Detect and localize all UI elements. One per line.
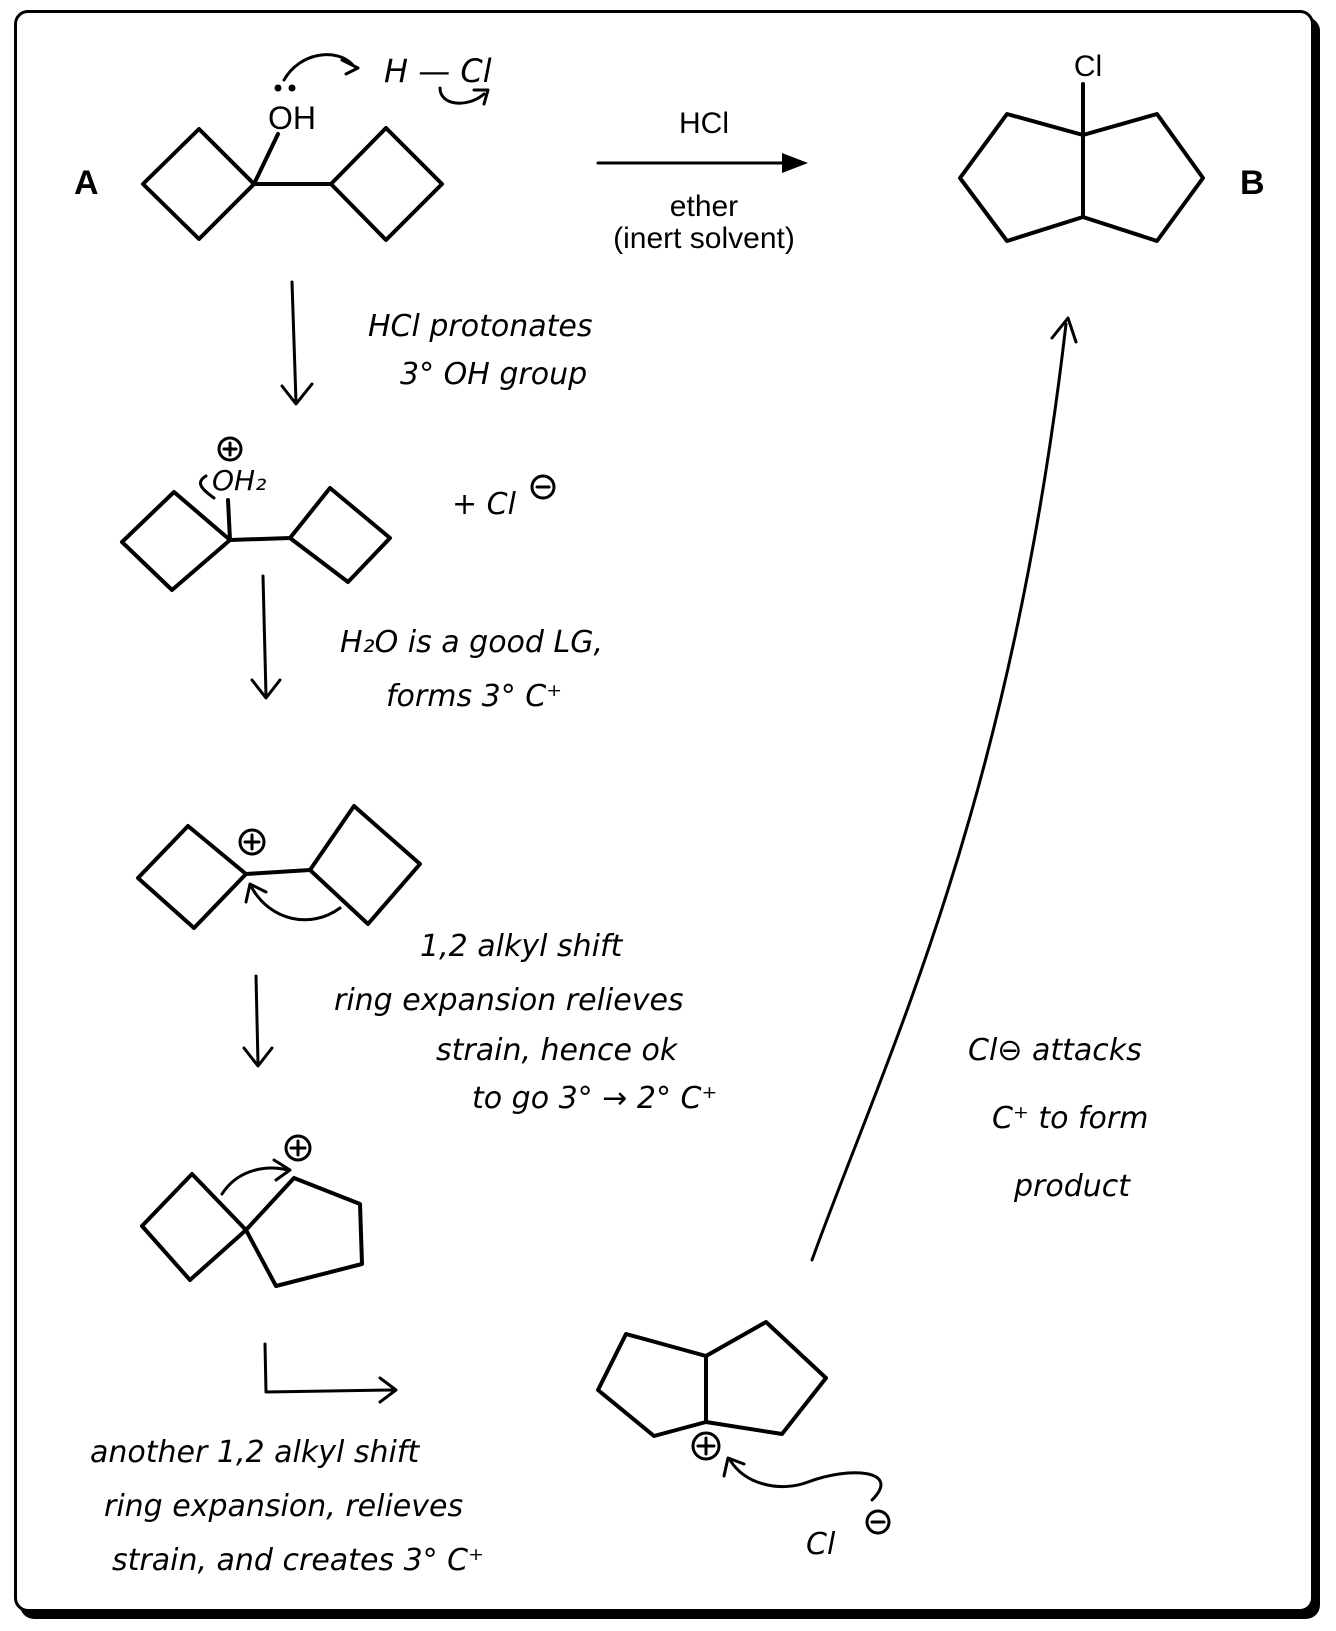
- arrowhead-icon: [280, 382, 314, 406]
- minus-charge-icon: [865, 1509, 891, 1535]
- step3-text-2: ring expansion relieves: [334, 983, 684, 1018]
- curved-arrow-icon: [220, 1166, 290, 1196]
- plus-sign: [243, 833, 261, 851]
- plus-charge-icon: [238, 828, 266, 856]
- step-arrow: [261, 574, 268, 698]
- step2-text-2: forms 3° C⁺: [386, 679, 562, 714]
- step5-text-1: Cl⊖ attacks: [968, 1033, 1142, 1068]
- label-a: A: [74, 164, 99, 202]
- minus-charge-icon: [530, 474, 556, 500]
- lone-pair-dot: [288, 84, 296, 92]
- label-b: B: [1240, 164, 1265, 202]
- step-arrow: [263, 1342, 394, 1394]
- cl-minus-label: Cl: [806, 1527, 836, 1562]
- arrowhead-icon: [250, 678, 282, 700]
- curved-arrow-icon: [282, 53, 354, 82]
- plus-sign: [696, 1436, 716, 1456]
- plus-charge-icon: [217, 436, 243, 462]
- step4-text-2: ring expansion, relieves: [104, 1489, 463, 1524]
- compound-a-structure: [141, 126, 444, 242]
- plus-sign: [289, 1139, 307, 1157]
- arrowhead-icon: [472, 88, 490, 106]
- arrowhead-icon: [244, 882, 268, 904]
- lone-pair-dot: [274, 84, 282, 92]
- step5-text-3: product: [1013, 1169, 1131, 1204]
- arrowhead-icon: [340, 58, 360, 76]
- solvent-label-1: ether: [670, 190, 738, 223]
- protonated-alcohol-structure: [120, 486, 392, 592]
- arrowhead-icon: [242, 1046, 274, 1068]
- arrowhead-icon: [378, 1376, 398, 1404]
- curved-arrow-icon: [250, 886, 342, 922]
- final-arrow: [810, 322, 1068, 1262]
- arrowhead-icon: [722, 1456, 746, 1478]
- arrowhead-icon: [272, 1158, 292, 1182]
- curved-arrow-icon: [728, 1458, 883, 1502]
- reagent-label: HCl: [679, 107, 729, 140]
- curved-arrow-icon: [198, 474, 216, 500]
- step-arrow: [254, 974, 260, 1066]
- solvent-label-2: (inert solvent): [613, 222, 795, 255]
- carbocation-structure: [136, 804, 422, 930]
- plus-charge-icon: [284, 1134, 312, 1162]
- compound-b-structure: [958, 112, 1205, 243]
- step-arrow: [290, 280, 298, 404]
- step3-text-4: to go 3° → 2° C⁺: [472, 1081, 717, 1116]
- step4-text-3: strain, and creates 3° C⁺: [112, 1543, 484, 1578]
- step5-text-2: C⁺ to form: [992, 1101, 1148, 1136]
- spiro-structure: [140, 1172, 364, 1288]
- oh-label: OH: [268, 100, 316, 136]
- plus-sign: [222, 441, 238, 457]
- step1-text-2: 3° OH group: [400, 357, 587, 392]
- plus-cl-label: + Cl: [452, 487, 517, 522]
- arrowhead-icon: [1050, 316, 1078, 344]
- curved-arrow-icon: [438, 86, 486, 105]
- cl-label-top: Cl: [1074, 50, 1102, 83]
- step1-text-1: HCl protonates: [368, 309, 592, 344]
- step3-text-3: strain, hence ok: [436, 1033, 679, 1068]
- step4-text-1: another 1,2 alkyl shift: [90, 1435, 420, 1470]
- bicyclic-cation-structure: [596, 1320, 828, 1438]
- plus-charge-icon: [691, 1431, 721, 1461]
- step3-text-1: 1,2 alkyl shift: [420, 929, 624, 964]
- oh2-label: OH₂: [212, 464, 266, 497]
- h-cl-label: H — Cl: [384, 52, 492, 90]
- arrowhead-icon: [782, 153, 808, 173]
- step2-text-1: H₂O is a good LG,: [340, 625, 603, 660]
